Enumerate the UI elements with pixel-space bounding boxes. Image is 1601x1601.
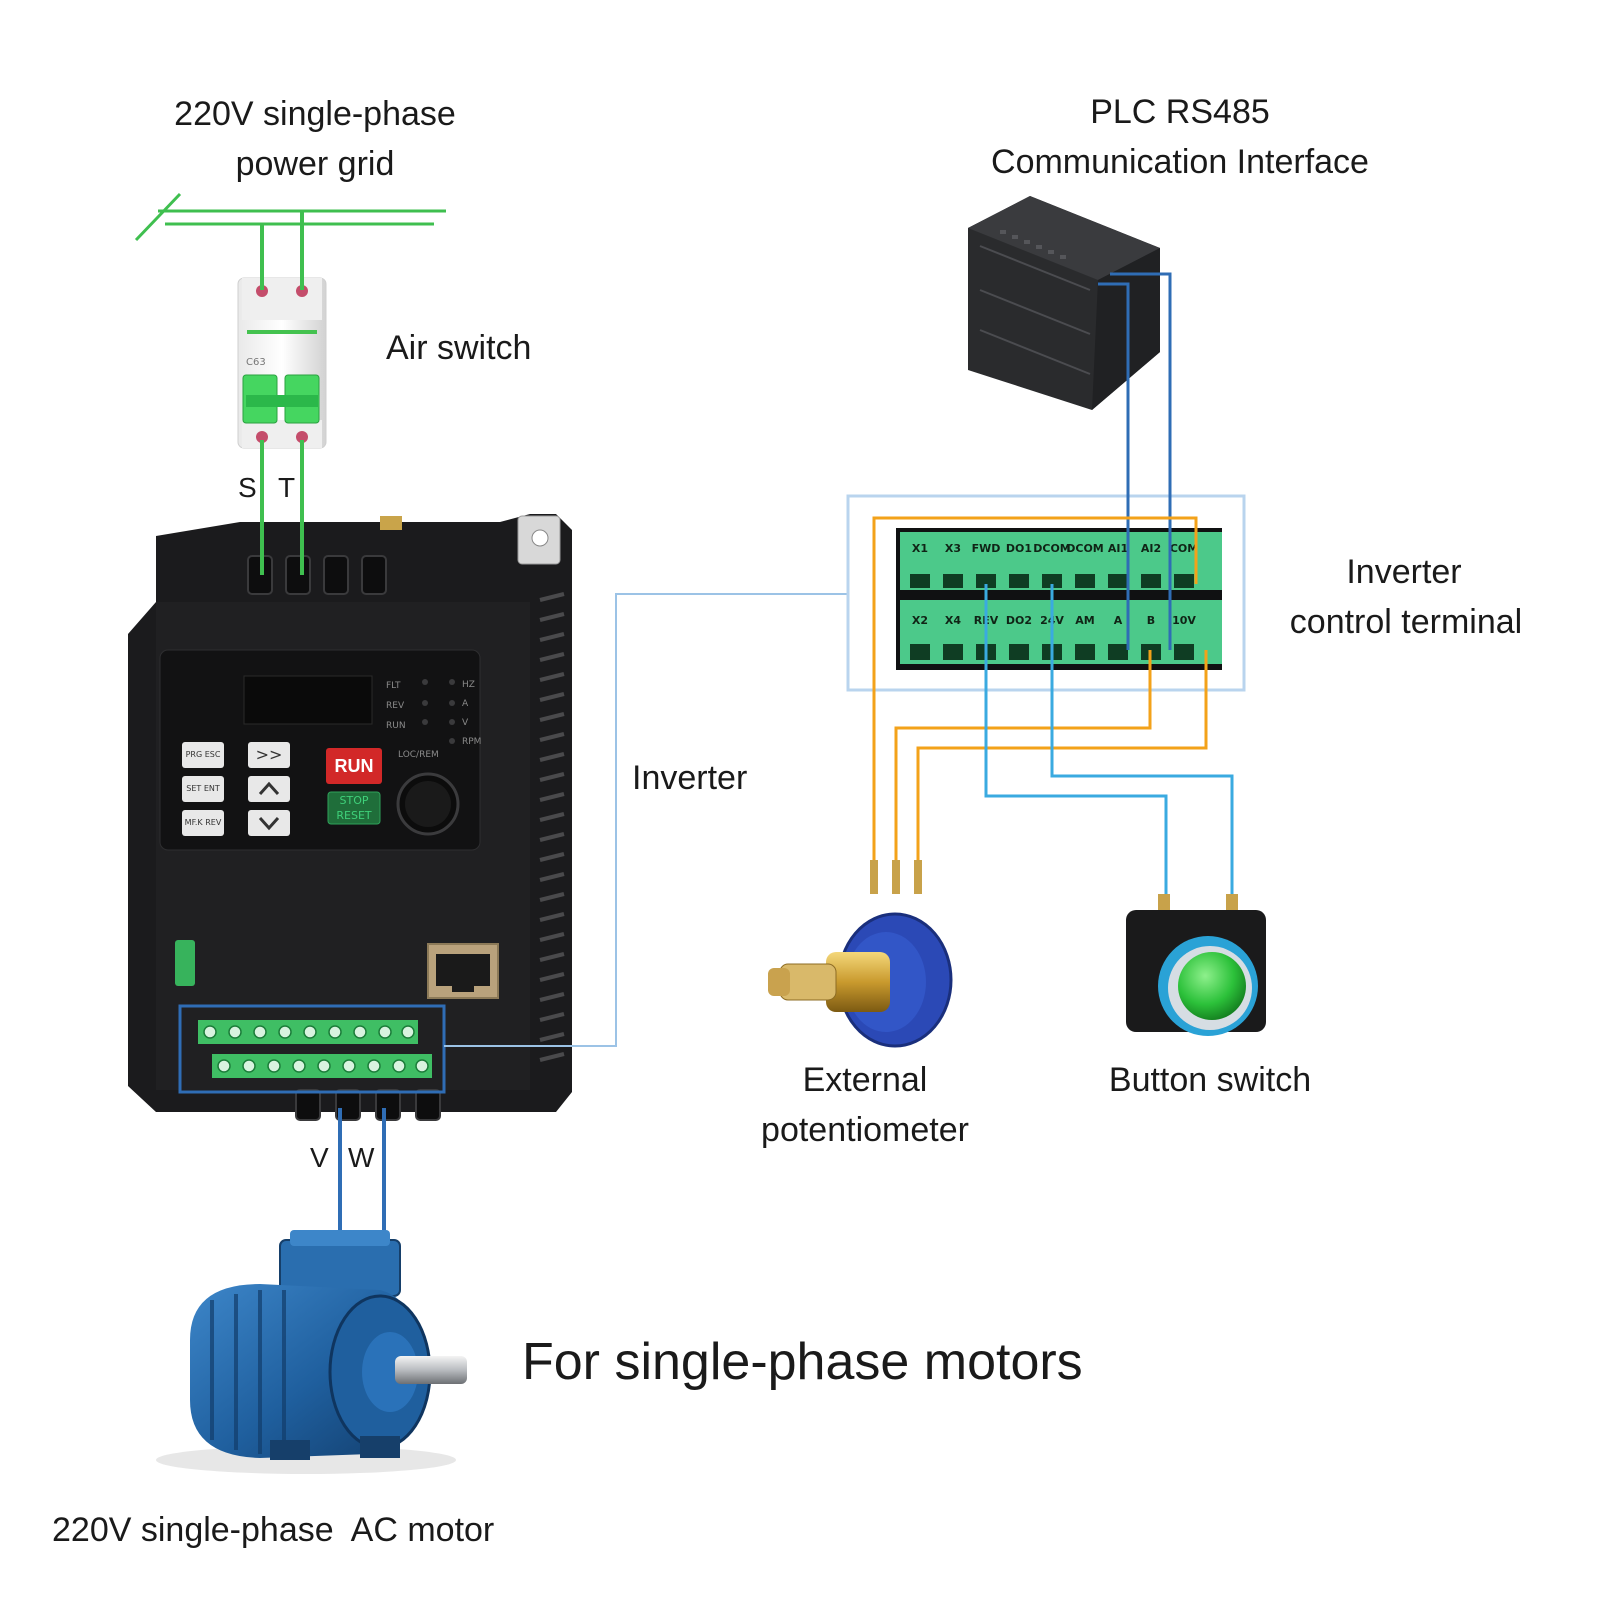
side-terminal [175,940,195,986]
status-a: A [462,699,469,709]
status-right: HZ A V RPM [462,676,481,752]
ct-bot-0: X2 [912,614,928,627]
button-switch [1126,894,1266,1036]
ct-top-2: FWD [972,542,1001,555]
ct-top-7: AI2 [1141,542,1161,555]
inverter-terminal-strip [178,1004,446,1094]
button-wires [984,584,1234,904]
terminal-v-label: V [310,1142,329,1173]
power-grid-lines [134,192,446,242]
ct-bot-5: AM [1075,614,1094,627]
potentiometer-label-line1: External [802,1061,928,1099]
control-terminal: X1 X3 FWD DO1 DCOM DCOM AI1 AI2 COM X2 X… [846,494,1246,692]
loc-rem-label: LOC/REM [398,750,439,760]
status-v: V [462,718,469,728]
button-switch-label: Button switch [1108,1061,1312,1099]
headline: For single-phase motors [522,1333,1083,1391]
inverter-label: Inverter [632,759,748,797]
plc-label-line1: PLC RS485 [1090,93,1270,131]
external-potentiometer [768,860,953,1048]
plc-module [968,196,1160,410]
power-grid-label-line2: power grid [235,145,395,183]
terminal-t-label: T [278,472,296,503]
stop-key: STOP [339,794,369,807]
fwd-key: >> [255,745,283,764]
set-key: SET ENT [186,784,220,793]
rs485-wires [1098,272,1172,650]
status-flt: FLT [386,681,401,691]
ct-top-0: X1 [912,542,928,555]
status-rpm: RPM [462,737,482,747]
status-rev: REV [386,701,405,711]
power-grid-label-line1: 220V single-phase [174,95,456,133]
ct-top-8: COM [1170,542,1198,555]
ct-top-6: AI1 [1108,542,1128,555]
ct-bot-7: B [1147,614,1155,627]
inverter-keypad [159,649,481,851]
inverter-terminal-label-line1: Inverter [1346,553,1462,591]
ct-bot-6: A [1114,614,1123,627]
motor-label: 220V single-phase AC motor [52,1511,495,1549]
terminal-s-label: S [238,472,257,503]
status-hz: HZ [462,680,475,690]
mf-key: MF.K REV [184,818,222,827]
potentiometer-wires [872,516,1208,868]
ct-bot-1: X4 [945,614,961,627]
ct-top-3: DO1 [1006,542,1032,555]
ct-bot-3: DO2 [1006,614,1032,627]
ct-bot-8: 10V [1172,614,1196,627]
plc-label-line2: Communication Interface [991,143,1369,181]
callout-line [444,593,848,1047]
status-left: FLT REV RUN [386,676,406,736]
run-key: RUN [334,756,374,776]
ct-top-4: DCOM [1033,542,1071,555]
ac-motor [156,1230,467,1474]
ct-top-5: DCOM [1066,542,1104,555]
potentiometer-label-line2: potentiometer [761,1111,969,1149]
rj45-port [427,943,499,999]
air-switch: C63 [237,277,327,449]
svg-text:C63: C63 [246,357,266,368]
status-run: RUN [386,721,406,731]
air-switch-label: Air switch [386,329,532,367]
prg-key: PRG ESC [185,750,221,759]
reset-key: RESET [336,809,372,822]
inverter-terminal-label-line2: control terminal [1289,603,1523,641]
terminal-w-label: W [348,1142,375,1173]
ct-top-1: X3 [945,542,961,555]
